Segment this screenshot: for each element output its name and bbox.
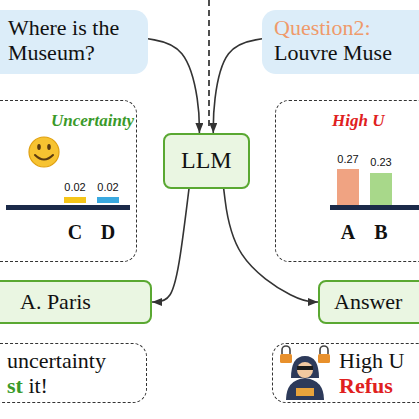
- verdict-box: uncertaintystit!: [0, 343, 147, 403]
- node-text: Uncertainty: [51, 111, 130, 131]
- node-text: Answer: [334, 289, 419, 314]
- lock-icon: [280, 346, 292, 363]
- node-text: LLM: [181, 147, 232, 175]
- option-label: B: [374, 221, 387, 244]
- value-label: 0.27: [337, 153, 358, 165]
- question-box: Where is the Museum?: [0, 10, 148, 74]
- answer-box: A. Paris: [0, 280, 152, 324]
- node-text: High U: [332, 111, 419, 131]
- divider-line: [208, 0, 210, 126]
- bar: [337, 169, 359, 205]
- flow-arrow: [148, 39, 199, 133]
- node-text: st: [7, 373, 23, 398]
- axis: [330, 205, 419, 210]
- question-box: Question2:Louvre Muse: [262, 10, 419, 74]
- lock-icon: [318, 346, 330, 363]
- node-text: Question2:: [274, 15, 419, 40]
- node-text: Refus: [339, 373, 419, 398]
- model-box: LLM: [163, 133, 250, 189]
- bar: [64, 197, 86, 203]
- value-label: 0.23: [370, 156, 391, 168]
- flow-arrow: [213, 39, 262, 133]
- hacker-icon: [286, 356, 324, 400]
- verdict-box: High URefus: [272, 343, 419, 403]
- flow-arrow: [152, 189, 189, 302]
- option-label: D: [101, 221, 115, 244]
- bar: [97, 197, 119, 203]
- value-label: 0.02: [64, 181, 85, 193]
- answer-box: Answer: [318, 280, 419, 324]
- axis: [6, 205, 130, 210]
- node-text: Louvre Muse: [274, 40, 419, 65]
- option-label: C: [68, 221, 82, 244]
- node-text: uncertainty: [7, 348, 140, 373]
- node-text: it!: [28, 373, 48, 398]
- value-label: 0.02: [97, 181, 118, 193]
- option-label: A: [341, 221, 355, 244]
- node-text: Where is the Museum?: [8, 15, 138, 66]
- node-text: High U: [339, 348, 419, 373]
- bar: [370, 173, 392, 205]
- flow-arrow: [224, 189, 318, 302]
- smiley-icon: [29, 137, 59, 167]
- node-text: A. Paris: [20, 289, 144, 314]
